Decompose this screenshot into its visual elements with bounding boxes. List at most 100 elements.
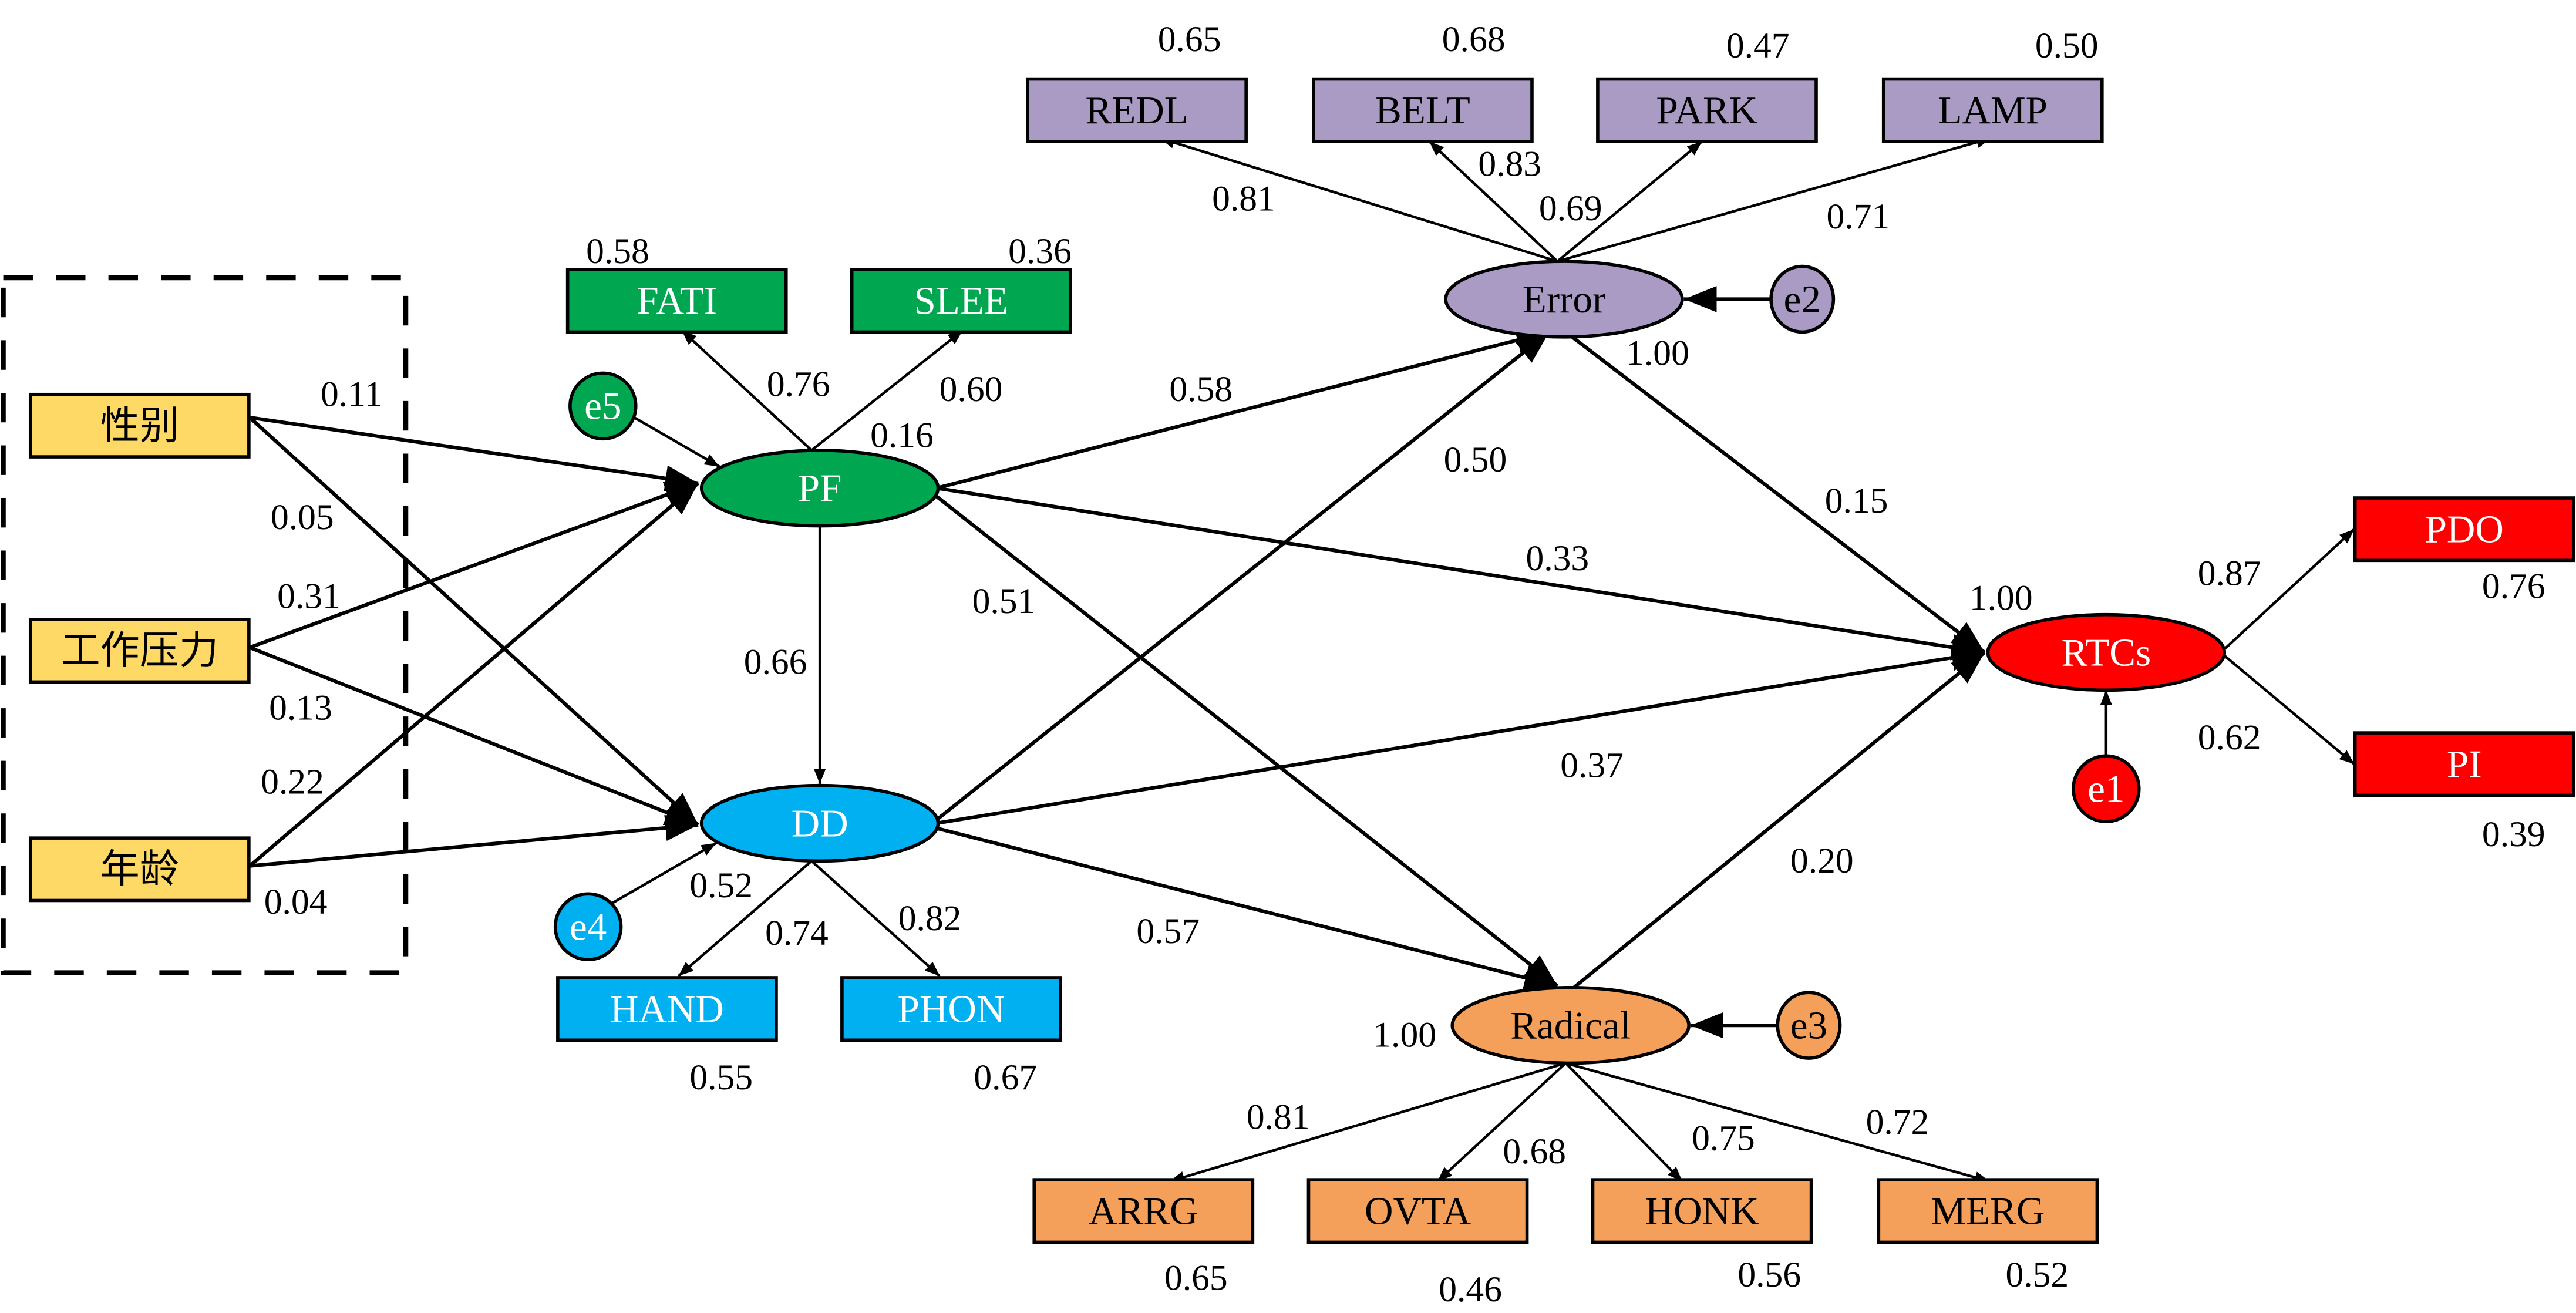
e3-label: e3 [1790, 1003, 1827, 1047]
coef-gender-to-dd: 0.05 [271, 497, 334, 537]
path-radical-to-arrg [1169, 1062, 1566, 1183]
node-error[interactable]: Error [1444, 260, 1684, 339]
node-pf[interactable]: PF [699, 449, 940, 528]
merg-label: MERG [1931, 1189, 2045, 1233]
node-park[interactable]: PARK [1596, 77, 1818, 143]
age-label: 年龄 [100, 847, 179, 891]
coef-error-to-redl: 0.81 [1212, 179, 1275, 218]
coef-dd-to-radical: 0.57 [1136, 911, 1200, 951]
node-dd[interactable]: DD [699, 783, 940, 863]
coef-gender-to-pf: 0.11 [321, 374, 382, 414]
coef-radical-to-rtcs: 0.20 [1790, 841, 1854, 881]
e5-label: e5 [584, 384, 621, 428]
node-merg[interactable]: MERG [1877, 1178, 2099, 1244]
lamp-r2: 0.50 [2035, 26, 2099, 66]
node-fati[interactable]: FATI [565, 268, 788, 334]
fati-box [565, 268, 788, 334]
node-e2[interactable]: e2 [1769, 264, 1836, 334]
path-radical-to-rtcs [1572, 651, 1986, 989]
e3-ellipse [1776, 991, 1842, 1060]
node-ovta[interactable]: OVTA [1306, 1178, 1529, 1244]
path-rtcs-to-pi [2223, 654, 2355, 765]
node-phon[interactable]: PHON [840, 976, 1062, 1042]
path-error-to-redl [1159, 137, 1558, 263]
path-dd-to-radical [936, 826, 1558, 991]
path-dd-to-rtcs [936, 644, 1985, 826]
hand-label: HAND [610, 987, 724, 1031]
e1-label: e1 [2087, 767, 2124, 811]
error-ellipse [1444, 260, 1684, 339]
phon-r2: 0.67 [974, 1058, 1037, 1097]
coef-error-to-belt: 0.83 [1478, 144, 1541, 184]
park-box [1596, 77, 1818, 143]
path-e4-to-dd [610, 841, 717, 905]
path-radical-to-ovta [1436, 1062, 1567, 1183]
node-work_pressure[interactable]: 工作压力 [28, 618, 251, 684]
node-belt[interactable]: BELT [1312, 77, 1534, 143]
e5-ellipse [568, 371, 638, 441]
error-label: Error [1523, 277, 1606, 321]
radical-ellipse [1450, 985, 1691, 1065]
node-arrg[interactable]: ARRG [1032, 1178, 1255, 1244]
work_pressure-label: 工作压力 [61, 629, 219, 673]
pi-r2: 0.39 [2482, 814, 2545, 854]
slee-box [850, 268, 1072, 334]
coef-dd-to-error: 0.50 [1444, 440, 1507, 480]
coef-pf-to-fati: 0.76 [767, 365, 830, 405]
node-lamp[interactable]: LAMP [1881, 77, 2104, 143]
path-error-to-rtcs [1571, 335, 1986, 654]
e4-ellipse [553, 892, 623, 961]
rtcs-label: RTCs [2062, 630, 2151, 674]
path-radical-to-merg [1565, 1062, 1990, 1183]
dd-ellipse [699, 783, 940, 863]
e4-label: e4 [570, 905, 607, 949]
ovta-box [1306, 1178, 1529, 1244]
lamp-label: LAMP [1938, 88, 2048, 132]
node-pi[interactable]: PI [2353, 731, 2575, 797]
radical-r2: 1.00 [1373, 1015, 1436, 1055]
path-error-to-belt [1428, 140, 1558, 262]
node-redl[interactable]: REDL [1026, 77, 1248, 143]
coef-error-to-park: 0.69 [1539, 188, 1602, 228]
node-rtcs[interactable]: RTCs [1986, 612, 2227, 692]
coef-pf-to-slee: 0.60 [940, 369, 1003, 409]
path-pf-to-error [936, 327, 1550, 490]
pf-ellipse [699, 449, 940, 528]
honk-box [1591, 1178, 1813, 1244]
merg-box [1877, 1178, 2099, 1244]
hand-r2: 0.55 [689, 1058, 753, 1097]
path-gender-to-dd [248, 416, 700, 827]
fati-r2: 0.58 [586, 231, 649, 271]
coef-radical-to-merg: 0.72 [1866, 1102, 1930, 1142]
arrg-box [1032, 1178, 1255, 1244]
node-e4[interactable]: e4 [553, 892, 623, 961]
coef-pf-to-rtcs: 0.33 [1526, 538, 1589, 578]
slee-label: SLEE [914, 279, 1008, 323]
pdo-label: PDO [2425, 507, 2504, 551]
path-radical-to-honk [1564, 1062, 1683, 1183]
ovta-r2: 0.46 [1439, 1270, 1502, 1309]
node-age[interactable]: 年龄 [28, 836, 251, 903]
honk-r2: 0.56 [1737, 1255, 1801, 1295]
path-dd-to-hand [678, 860, 813, 977]
path-dd-to-error [935, 331, 1551, 822]
node-pdo[interactable]: PDO [2353, 496, 2575, 563]
path-work_pressure-to-pf [249, 481, 699, 649]
pdo-box [2353, 496, 2575, 563]
pdo-r2: 0.76 [2482, 567, 2545, 607]
slee-r2: 0.36 [1008, 231, 1072, 271]
path-pf-to-fati [681, 329, 813, 452]
coef-dd-to-hand: 0.74 [765, 913, 829, 953]
node-honk[interactable]: HONK [1591, 1178, 1813, 1244]
node-gender[interactable]: 性别 [28, 392, 251, 459]
node-slee[interactable]: SLEE [850, 268, 1072, 334]
node-radical[interactable]: Radical [1450, 985, 1691, 1065]
age-box [28, 836, 251, 903]
coef-error-to-lamp: 0.71 [1826, 197, 1890, 237]
node-e5[interactable]: e5 [568, 371, 638, 441]
node-hand[interactable]: HAND [556, 976, 778, 1042]
node-e3[interactable]: e3 [1776, 991, 1842, 1060]
node-e1[interactable]: e1 [2072, 754, 2141, 823]
path-age-to-pf [248, 482, 700, 868]
